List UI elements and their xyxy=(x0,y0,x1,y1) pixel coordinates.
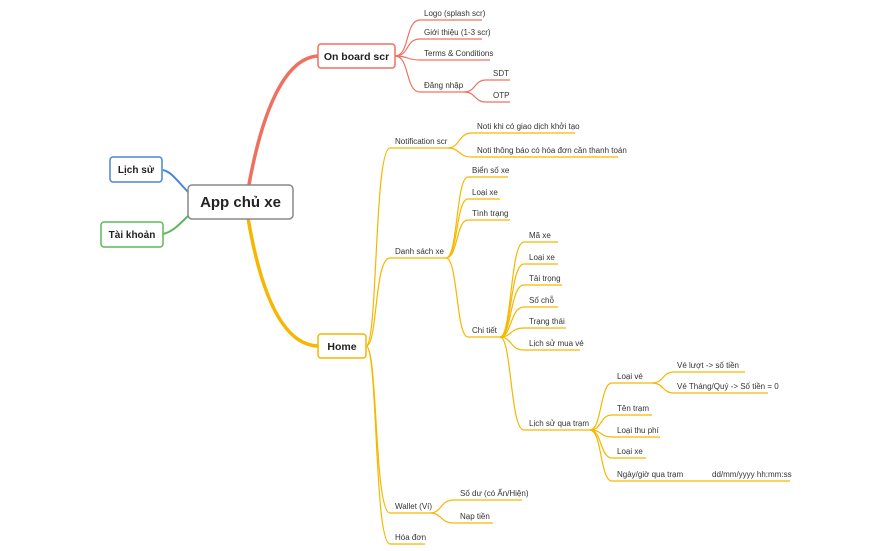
ct-tai-trong[interactable]: Tải trọng xyxy=(529,274,561,283)
node-tai-khoan[interactable]: Tài khoản xyxy=(100,221,164,248)
ngay-gio-format[interactable]: dd/mm/yyyy hh:mm:ss xyxy=(712,470,792,479)
connector-home xyxy=(246,217,319,348)
root-label: App chủ xe xyxy=(200,194,281,211)
home-label: Home xyxy=(327,341,356,353)
wallet-nap-tien[interactable]: Nạp tiền xyxy=(460,512,490,521)
node-onboard[interactable]: On board scr xyxy=(317,43,396,69)
lsqt-loai-thu-phi[interactable]: Loại thu phí xyxy=(617,426,660,435)
lich-su-label: Lịch sử xyxy=(118,165,155,176)
dsx-bien-so[interactable]: Biển số xe xyxy=(472,166,510,175)
dsx-loai-xe[interactable]: Loại xe xyxy=(472,188,498,197)
lsqt-loai-xe[interactable]: Loại xe xyxy=(617,447,643,456)
node-home[interactable]: Home xyxy=(317,333,367,359)
ct-lich-su-mua-ve[interactable]: Lịch sử mua vé xyxy=(529,339,584,348)
lsqt-ngay-gio[interactable]: Ngày/giờ qua trạm xyxy=(617,470,684,479)
ct-loai-xe[interactable]: Loại xe xyxy=(529,253,555,262)
home-notification[interactable]: Notification scr xyxy=(395,137,448,146)
onboard-item-dang-nhap[interactable]: Đăng nhập xyxy=(424,81,464,90)
node-lich-su[interactable]: Lịch sử xyxy=(109,156,163,183)
ct-so-cho[interactable]: Số chỗ xyxy=(529,296,554,305)
home-hoa-don[interactable]: Hóa đơn xyxy=(395,533,426,542)
ct-lich-su-qua-tram[interactable]: Lịch sử qua trạm xyxy=(529,419,589,428)
dang-nhap-otp[interactable]: OTP xyxy=(493,91,509,100)
onboard-subtree xyxy=(394,19,510,103)
onboard-item-logo[interactable]: Logo (splash scr) xyxy=(424,9,486,18)
noti-item-2[interactable]: Noti thông báo có hóa đơn cần thanh toán xyxy=(477,146,627,155)
ct-trang-thai[interactable]: Trạng thái xyxy=(529,317,565,326)
dang-nhap-sdt[interactable]: SDT xyxy=(493,69,509,78)
home-danh-sach-xe[interactable]: Danh sách xe xyxy=(395,247,444,256)
connector-lich-su xyxy=(162,169,191,195)
ct-ma-xe[interactable]: Mã xe xyxy=(529,231,551,240)
wallet-so-du[interactable]: Số dư (có Ẩn/Hiện) xyxy=(460,489,529,498)
home-wallet[interactable]: Wallet (Ví) xyxy=(395,502,432,511)
loai-ve-thang-quy[interactable]: Vé Tháng/Quý -> Số tiền = 0 xyxy=(677,382,779,391)
dsx-chi-tiet[interactable]: Chi tiết xyxy=(472,326,498,335)
connector-tai-khoan xyxy=(162,213,191,235)
onboard-item-gioi-thieu[interactable]: Giới thiệu (1-3 scr) xyxy=(424,28,491,37)
loai-ve-luot[interactable]: Vé lượt -> số tiền xyxy=(677,361,739,370)
lsqt-ten-tram[interactable]: Tên trạm xyxy=(617,404,649,413)
onboard-label: On board scr xyxy=(324,51,389,63)
dsx-tinh-trang[interactable]: Tình trạng xyxy=(472,209,508,218)
connector-onboard xyxy=(246,54,319,191)
root-node[interactable]: App chủ xe xyxy=(187,184,294,220)
noti-item-1[interactable]: Noti khi có giao dịch khởi tạo xyxy=(477,122,580,131)
home-subtree xyxy=(365,132,790,545)
tai-khoan-label: Tài khoản xyxy=(109,230,156,241)
lsqt-loai-ve[interactable]: Loại vé xyxy=(617,372,643,381)
onboard-item-terms[interactable]: Terms & Conditions xyxy=(424,49,493,58)
